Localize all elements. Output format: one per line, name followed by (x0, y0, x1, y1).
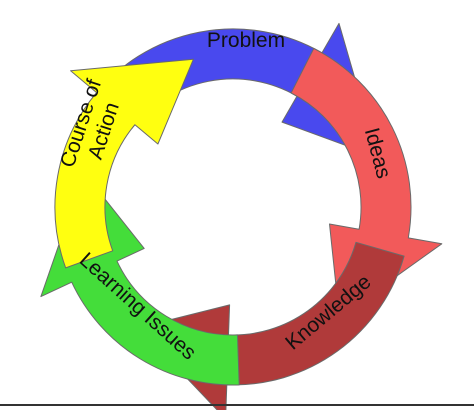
bottom-divider (0, 404, 474, 406)
problem-label-line: Problem (207, 29, 285, 52)
course-arrow (54, 58, 194, 269)
ideas-arrow (290, 47, 443, 318)
problem-label: Problem (207, 29, 285, 52)
